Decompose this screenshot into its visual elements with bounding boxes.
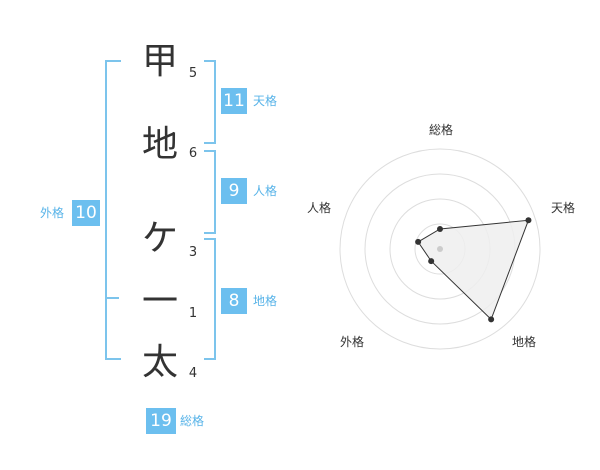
radar-point [437,226,443,232]
chikaku-bracket [204,238,216,360]
radar-points [415,217,532,323]
radar-axis-label-gaikaku: 外格 [339,335,364,349]
gaikaku-label: 外格 [40,206,65,220]
name-character-3: ケ [141,218,178,259]
chikaku-label: 地格 [253,294,278,308]
soukaku-label: 総格 [180,414,205,428]
tenkaku-value: 11 [221,88,247,114]
radar-axis-label-jinkaku: 人格 [306,201,331,215]
jinkaku-label: 人格 [253,184,278,198]
jinkaku-value: 9 [221,178,247,204]
stroke-count-1: 5 [188,66,198,81]
chikaku-value: 8 [221,288,247,314]
stroke-count-3: 3 [188,245,198,260]
name-character-1: 甲 [141,41,178,82]
name-character-4: 一 [141,281,178,322]
radar-center-point [437,246,443,252]
gaikaku-divider [105,297,119,299]
radar-point [415,238,422,245]
stroke-count-2: 6 [188,146,198,161]
tenkaku-bracket [204,60,216,144]
name-character-2: 地 [141,124,178,165]
radar-axis-label-tenkaku: 天格 [550,201,575,215]
radar-point [428,258,435,265]
stroke-count-4: 1 [188,306,198,321]
name-character-5: 太 [141,342,178,383]
radar-axis-label-soukaku: 総格 [428,123,453,137]
jinkaku-bracket [204,150,216,234]
tenkaku-label: 天格 [253,94,278,108]
radar-point [525,217,532,224]
gaikaku-bracket [105,60,121,360]
radar-polygon [417,219,530,321]
radar-ring [339,148,541,350]
stroke-count-5: 4 [188,366,198,381]
gaikaku-value: 10 [72,200,100,226]
radar-axis-label-chikaku: 地格 [511,335,536,349]
radar-point [488,316,495,323]
soukaku-value: 19 [146,408,176,434]
